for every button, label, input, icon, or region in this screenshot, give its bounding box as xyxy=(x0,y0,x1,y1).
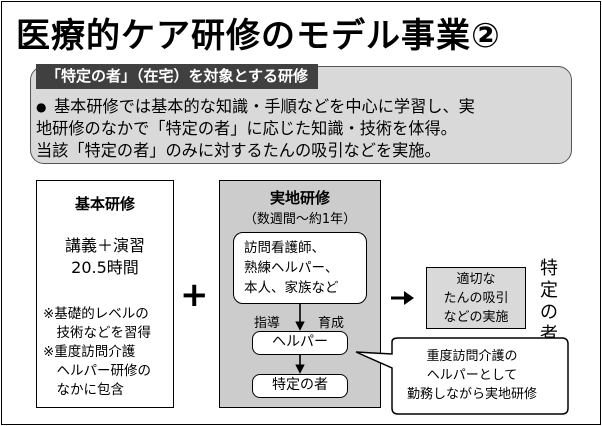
appropriate-line: 適切な xyxy=(456,272,496,287)
note-line: ヘルパー研修の xyxy=(43,363,151,379)
summary-line: 当該「特定の者」のみに対するたんの吸引などを実施。 xyxy=(36,141,441,160)
basic-hours-line: 講義＋演習 xyxy=(64,236,145,255)
practical-training-duration: （数週間〜約1年） xyxy=(243,212,357,227)
right-arrow-icon xyxy=(391,291,414,305)
practical-training-title: 実地研修 xyxy=(269,189,330,207)
trainers-box: 訪問看護師、 熟練ヘルパー、 本人、家族など xyxy=(233,232,367,304)
callout-line: 重度訪問介護の xyxy=(426,349,518,364)
basic-training-title: 基本研修 xyxy=(74,195,135,213)
grow-label: 育成 xyxy=(318,316,345,331)
summary-line: 基本研修では基本的な知識・手順などを中心に学習し、実 xyxy=(54,97,475,116)
summary-tag: 「特定の者」（在宅）を対象とする研修 xyxy=(36,64,319,89)
summary-line: 地研修のなかで「特定の者」に応じた知識・技術を体得。 xyxy=(36,119,457,138)
trainer-line: 訪問看護師、 xyxy=(244,240,325,256)
trainer-line: 本人、家族など xyxy=(244,280,339,296)
vertical-char: の xyxy=(540,302,558,323)
basic-hours-line: 20.5時間 xyxy=(71,258,139,277)
helper-box: ヘルパー xyxy=(252,331,348,355)
page-title: 医療的ケア研修のモデル事業② xyxy=(16,16,501,56)
note-line: なかに包含 xyxy=(43,382,124,398)
note-line: ※基礎的レベルの xyxy=(43,306,149,322)
note-line: 技術などを習得 xyxy=(43,325,151,341)
vertical-char: 定 xyxy=(540,280,558,301)
vertical-char: 特 xyxy=(540,258,558,279)
summary-text: ● 基本研修では基本的な知識・手順などを中心に学習し、実 地研修のなかで「特定の… xyxy=(36,96,566,162)
callout-text: 重度訪問介護の ヘルパーとして 勤務しながら実地研修 xyxy=(380,347,564,404)
bullet-icon: ● xyxy=(36,100,47,114)
appropriate-suction-box: 適切な たんの吸引 などの実施 xyxy=(426,267,526,329)
note-line: ※重度訪問介護 xyxy=(43,344,136,360)
basic-training-notes: ※基礎的レベルの 技術などを習得 ※重度訪問介護 ヘルパー研修の なかに包含 xyxy=(43,305,151,400)
callout-line: ヘルパーとして xyxy=(426,368,518,383)
basic-training-box: 基本研修 講義＋演習 20.5時間 ※基礎的レベルの 技術などを習得 ※重度訪問… xyxy=(36,180,174,408)
appropriate-line: たんの吸引 xyxy=(443,291,509,306)
callout-bubble xyxy=(355,337,569,415)
specific-person-box: 特定の者 xyxy=(252,374,348,398)
basic-training-hours: 講義＋演習 20.5時間 xyxy=(37,235,173,279)
callout-line: 勤務しながら実地研修 xyxy=(406,387,537,402)
plus-icon: + xyxy=(180,275,209,315)
trainer-line: 熟練ヘルパー、 xyxy=(244,260,339,276)
guide-label: 指導 xyxy=(254,316,281,331)
appropriate-line: などの実施 xyxy=(443,310,509,325)
